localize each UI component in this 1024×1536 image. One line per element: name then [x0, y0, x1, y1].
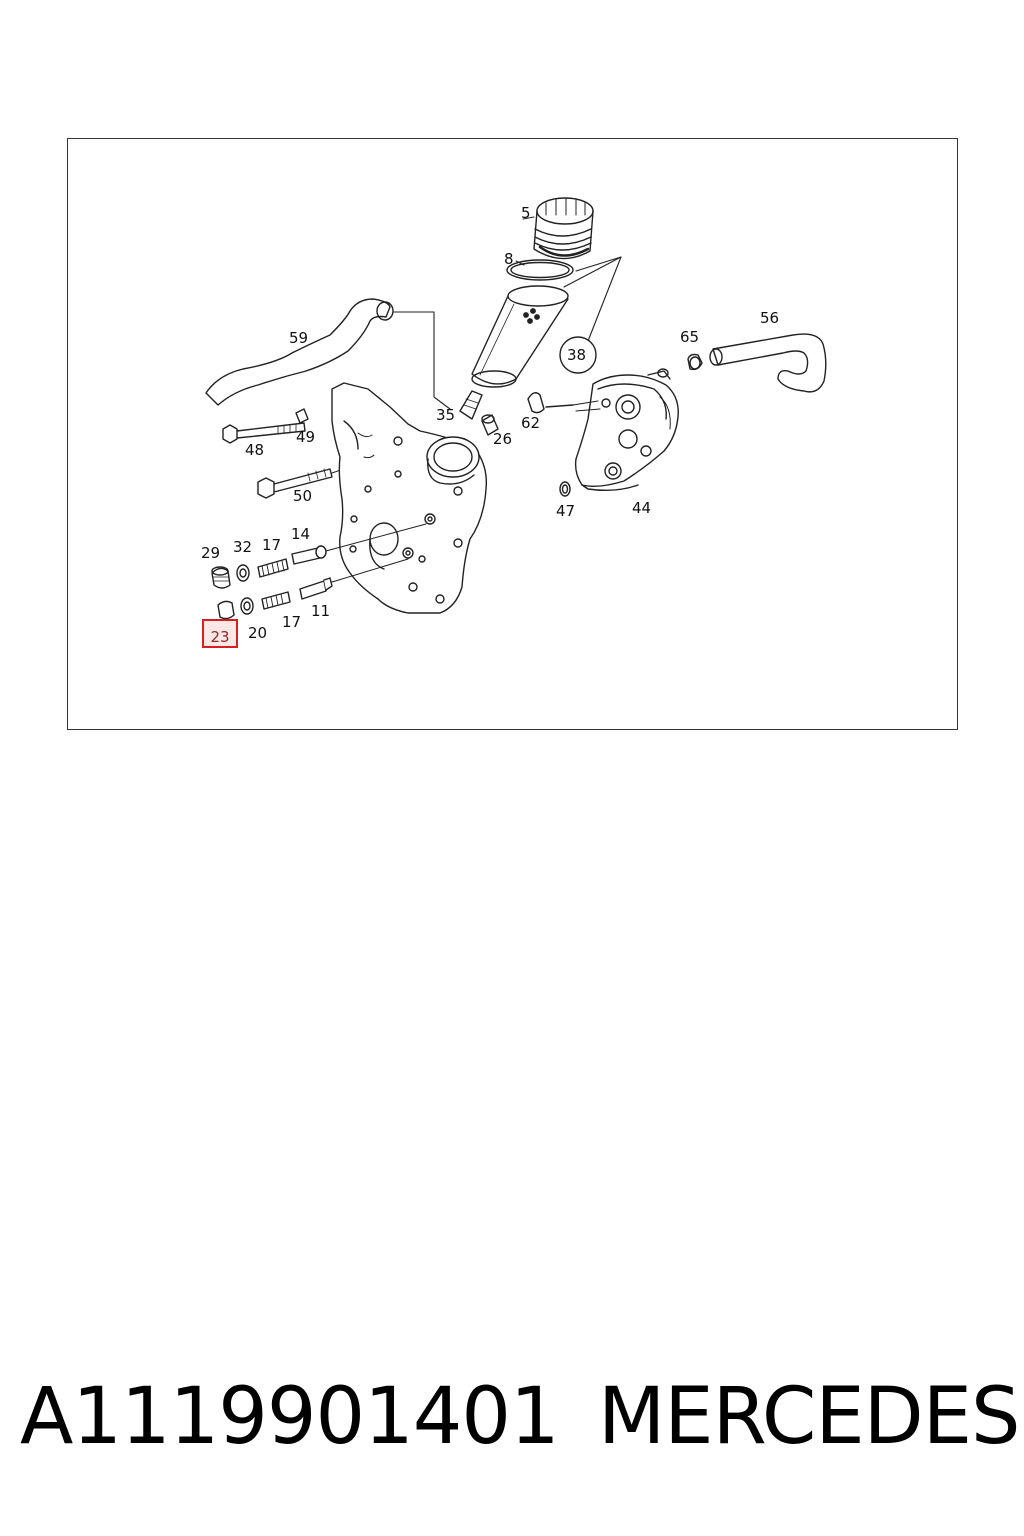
screw-plug-29	[211, 566, 231, 589]
washer-20	[240, 597, 254, 615]
callout-20[interactable]: 20	[248, 624, 268, 642]
sealing-ring-47	[559, 481, 571, 497]
callout-11[interactable]: 11	[311, 602, 331, 620]
callout-65[interactable]: 65	[680, 328, 700, 346]
spring-17-upper	[257, 558, 289, 578]
oil-pressure-piston-14	[291, 523, 427, 565]
callout-38[interactable]: 38	[567, 346, 587, 364]
callout-47[interactable]: 47	[556, 502, 576, 520]
callout-50[interactable]: 50	[293, 487, 313, 505]
oil-pressure-fitting-35	[459, 390, 483, 420]
leader-lines	[515, 216, 535, 266]
washer-32	[236, 564, 250, 582]
callout-29[interactable]: 29	[201, 544, 221, 562]
oil-filter-element	[471, 285, 569, 388]
washer-49	[295, 408, 309, 424]
highlighted-callout-23[interactable]: 23	[202, 619, 238, 648]
callout-8[interactable]: 8	[504, 250, 514, 268]
callout-14[interactable]: 14	[291, 525, 311, 543]
callout-32[interactable]: 32	[233, 538, 253, 556]
coolant-hose-59	[205, 298, 451, 410]
bolt-48	[222, 422, 306, 444]
callout-49[interactable]: 49	[296, 428, 316, 446]
screw-plug-26	[481, 414, 499, 436]
callout-62[interactable]: 62	[521, 414, 541, 432]
coolant-hose-56	[709, 333, 827, 393]
spring-17-lower	[261, 591, 291, 610]
callout-26[interactable]: 26	[493, 430, 513, 448]
valve-11	[299, 558, 409, 600]
screw-plug-23	[217, 600, 235, 620]
hose-clamp-65	[687, 353, 703, 371]
oil-filter-housing	[572, 368, 679, 492]
callout-5[interactable]: 5	[521, 204, 531, 222]
callout-35[interactable]: 35	[436, 406, 456, 424]
callout-59[interactable]: 59	[289, 329, 309, 347]
timing-case-cover	[331, 382, 488, 614]
oil-filter-cap	[533, 197, 594, 260]
callout-44[interactable]: 44	[632, 499, 652, 517]
sealing-ring	[506, 259, 574, 281]
callout-38-circle	[559, 336, 597, 374]
highlighted-callout-label: 23	[210, 628, 230, 646]
brand-name: MERCEDES	[598, 1372, 1020, 1462]
group-bracket-38	[563, 256, 622, 342]
callout-17-lower[interactable]: 17	[282, 613, 302, 631]
callout-17-upper[interactable]: 17	[262, 536, 282, 554]
clamp-62	[527, 392, 574, 414]
part-number: A1119901401	[20, 1372, 560, 1462]
callout-56[interactable]: 56	[760, 309, 780, 327]
callout-48[interactable]: 48	[245, 441, 265, 459]
parts-diagram-frame: 5 8 38 59 65 56 35 62 26 48 49 50 47 44 …	[67, 138, 958, 730]
exploded-parts-diagram	[205, 197, 827, 620]
